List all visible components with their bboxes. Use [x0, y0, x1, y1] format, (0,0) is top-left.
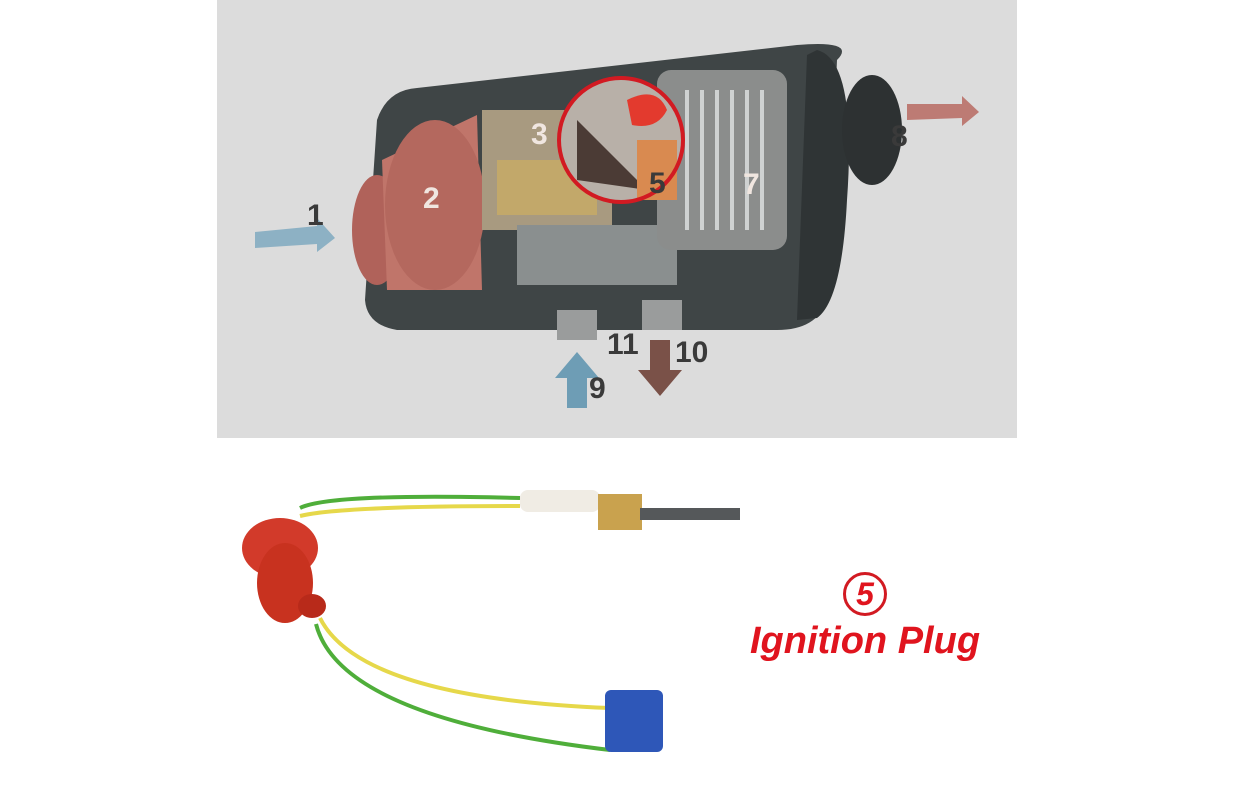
label-3: 3 — [531, 118, 548, 151]
label-5: 5 — [649, 167, 666, 200]
label-1: 1 — [307, 199, 324, 232]
label-10: 10 — [675, 336, 708, 369]
label-2: 2 — [423, 182, 440, 215]
hot-air-outlet-arrow — [907, 96, 979, 126]
exhaust-outlet-arrow — [638, 340, 682, 396]
rubber-grommet — [242, 518, 326, 623]
ignition-plug-photo — [0, 438, 1234, 800]
connector-block — [605, 690, 663, 752]
label-7: 7 — [743, 168, 760, 201]
heater-cutaway-diagram: 1 2 3 5 7 8 9 10 11 — [217, 0, 1017, 438]
part-number-badge: 5 — [843, 572, 887, 616]
part-caption: 5 Ignition Plug — [730, 572, 1000, 663]
part-title: Ignition Plug — [749, 620, 981, 662]
wires — [299, 494, 611, 752]
glow-plug — [520, 490, 740, 530]
air-intake-arrow — [255, 218, 335, 252]
label-9: 9 — [589, 372, 606, 405]
label-11: 11 — [607, 328, 639, 361]
ignition-plug-highlight — [557, 76, 685, 204]
label-8: 8 — [891, 120, 908, 153]
fuel-inlet-arrow — [555, 352, 599, 408]
